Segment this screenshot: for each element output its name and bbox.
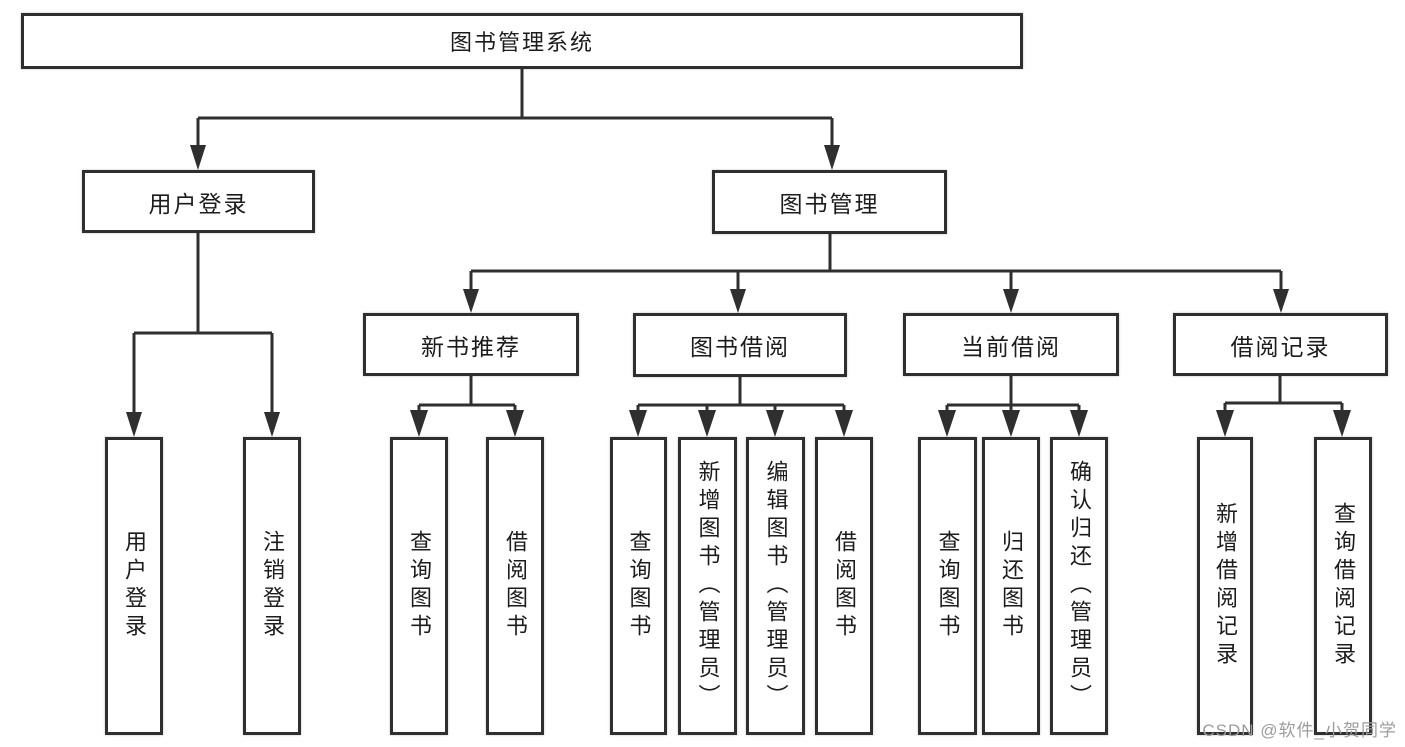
connector-book-borrow-to-leaves: [629, 376, 853, 437]
leaf-borrow-query-books-label: 查询图书: [626, 530, 652, 642]
leaf-user-login: 用户登录: [105, 437, 163, 735]
connector-user-login-to-leaves: [126, 233, 280, 437]
leaf-user-login-label: 用户登录: [122, 530, 147, 642]
node-current-borrow-label: 当前借阅: [961, 333, 1061, 360]
leaf-return-books: 归还图书: [982, 437, 1040, 735]
leaf-query-borrow-record: 查询借阅记录: [1314, 437, 1372, 735]
leaf-logout: 注销登录: [243, 437, 301, 735]
node-root-system: 图书管理系统: [21, 13, 1023, 69]
leaf-edit-books-admin: 编辑图书（管理员）: [746, 437, 805, 735]
leaf-add-borrow-record-label: 新增借阅记录: [1213, 502, 1238, 670]
leaf-current-query-books: 查询图书: [918, 437, 977, 735]
leaf-newbooks-query-books-label: 查询图书: [407, 530, 432, 642]
node-borrow-records-label: 借阅记录: [1230, 333, 1331, 360]
node-book-management-label: 图书管理: [779, 191, 880, 217]
node-root-label: 图书管理系统: [449, 30, 594, 55]
node-book-borrow-label: 图书借阅: [690, 334, 790, 360]
connector-borrow-records-to-leaves: [1216, 376, 1351, 437]
leaf-newbooks-borrow-books-label: 借阅图书: [503, 530, 528, 642]
connector-root-to-level2: [190, 69, 840, 170]
connector-current-borrow-to-leaves: [938, 376, 1088, 437]
csdn-watermark: CSDN @软件_小贺同学: [1202, 721, 1397, 740]
leaf-newbooks-borrow-books: 借阅图书: [486, 437, 544, 735]
leaf-query-borrow-record-label: 查询借阅记录: [1331, 502, 1356, 670]
leaf-borrow-books: 借阅图书: [815, 437, 873, 735]
leaf-logout-label: 注销登录: [260, 530, 285, 642]
node-book-management: 图书管理: [712, 170, 947, 234]
node-borrow-records: 借阅记录: [1173, 313, 1388, 376]
leaf-confirm-return-admin: 确认归还（管理员）: [1050, 437, 1108, 735]
leaf-borrow-books-label: 借阅图书: [832, 530, 857, 642]
leaf-add-books-admin-label: 新增图书（管理员）: [695, 460, 721, 712]
node-new-book-recommend-label: 新书推荐: [421, 333, 521, 360]
node-current-borrow: 当前借阅: [903, 313, 1119, 376]
node-user-login-label: 用户登录: [148, 190, 249, 217]
connector-new-books-to-leaves: [410, 376, 524, 437]
leaf-edit-books-admin-label: 编辑图书（管理员）: [763, 460, 789, 712]
leaf-add-borrow-record: 新增借阅记录: [1197, 437, 1253, 735]
leaf-return-books-label: 归还图书: [999, 530, 1024, 642]
leaf-borrow-query-books: 查询图书: [610, 437, 667, 735]
leaf-add-books-admin: 新增图书（管理员）: [678, 437, 737, 735]
leaf-confirm-return-admin-label: 确认归还（管理员）: [1067, 460, 1092, 712]
node-new-book-recommend: 新书推荐: [363, 313, 579, 376]
node-user-login: 用户登录: [82, 170, 315, 233]
node-book-borrow: 图书借阅: [633, 313, 847, 377]
connector-book-mgmt-to-level3: [463, 234, 1289, 313]
leaf-current-query-books-label: 查询图书: [935, 530, 961, 642]
leaf-newbooks-query-books: 查询图书: [390, 437, 448, 735]
